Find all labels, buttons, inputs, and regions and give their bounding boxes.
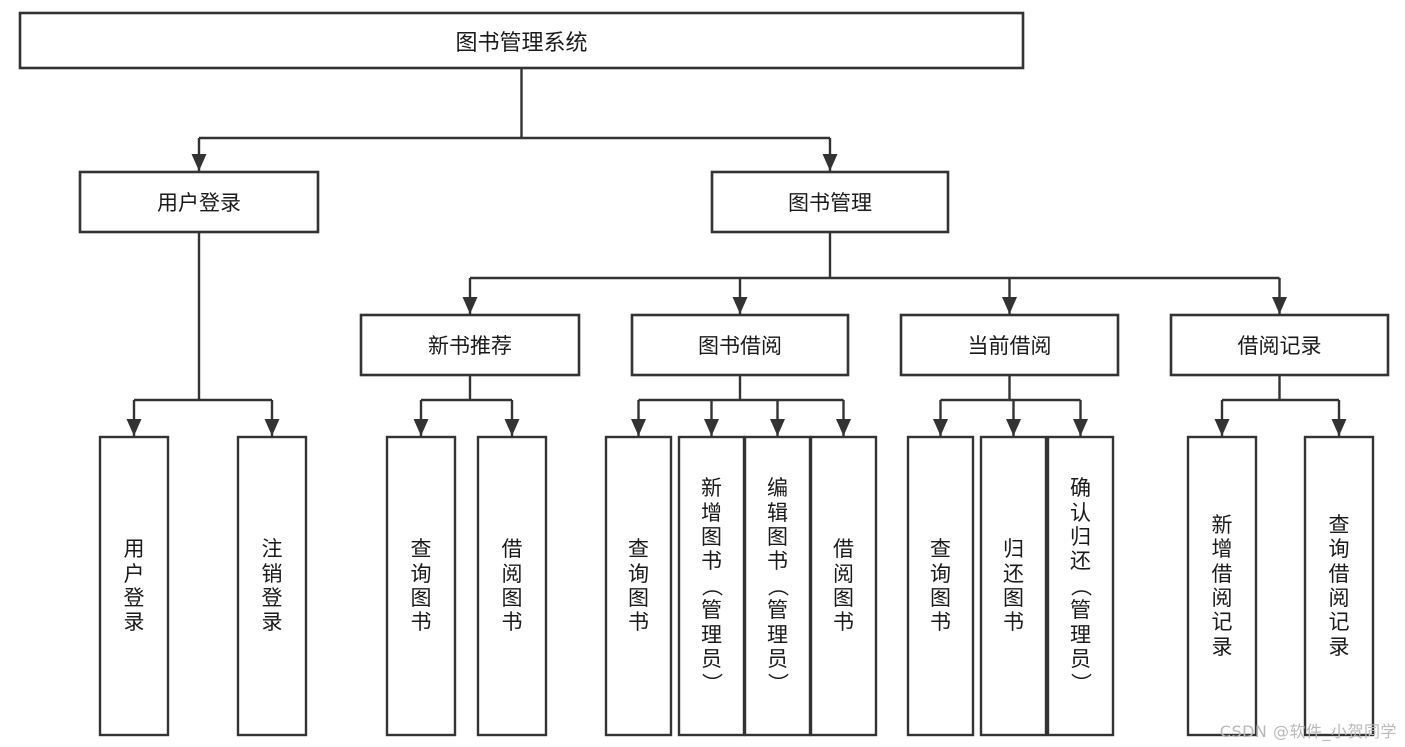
arrow-head-icon [631, 419, 646, 436]
arrow-head-icon [704, 419, 719, 436]
node-user-login[interactable] [78, 170, 320, 234]
arrow-head-icon [462, 297, 478, 314]
leaf-bb-query-book[interactable] [604, 435, 673, 737]
arrow-head-icon [1006, 419, 1021, 436]
leaf-cb-return-book[interactable] [979, 435, 1048, 737]
arrow-head-icon [1002, 297, 1017, 314]
node-book-manage[interactable] [710, 170, 950, 234]
node-book-borrow[interactable] [630, 313, 850, 377]
arrow-head-icon [933, 419, 948, 436]
leaf-bb-add-book[interactable] [677, 435, 746, 737]
leaf-bb-borrow-book[interactable] [809, 435, 878, 737]
arrow-head-icon [1073, 419, 1088, 436]
box-layer [18, 11, 1390, 737]
watermark: CSDN @软件_小贺同学 [1219, 722, 1397, 741]
node-root-book-management-system[interactable] [18, 11, 1025, 70]
arrow-head-icon [1272, 297, 1287, 314]
leaf-nb-query-book[interactable] [385, 435, 457, 737]
arrow-head-icon [504, 419, 520, 436]
leaf-br-add-record[interactable] [1186, 435, 1258, 737]
node-new-book-recommend[interactable] [359, 313, 581, 377]
arrow-head-icon [413, 419, 429, 436]
connector-layer [126, 68, 1347, 436]
arrow-head-icon [264, 419, 280, 436]
arrow-head-icon [836, 419, 851, 436]
leaf-user-logout[interactable] [236, 435, 308, 737]
leaf-nb-borrow-book[interactable] [476, 435, 548, 737]
node-borrow-record[interactable] [1169, 313, 1390, 377]
arrow-head-icon [822, 154, 838, 171]
arrow-head-icon [732, 297, 748, 314]
leaf-user-login-do[interactable] [98, 435, 170, 737]
arrow-head-icon [1331, 419, 1347, 436]
arrow-head-icon [126, 419, 142, 436]
arrow-head-icon [191, 154, 207, 171]
leaf-bb-edit-book[interactable] [743, 435, 812, 737]
leaf-br-query-record[interactable] [1303, 435, 1375, 737]
node-current-borrow[interactable] [899, 313, 1120, 377]
leaf-cb-query-book[interactable] [906, 435, 975, 737]
arrow-head-icon [770, 419, 785, 436]
arrow-head-icon [1214, 419, 1230, 436]
leaf-cb-confirm-return[interactable] [1046, 435, 1115, 737]
